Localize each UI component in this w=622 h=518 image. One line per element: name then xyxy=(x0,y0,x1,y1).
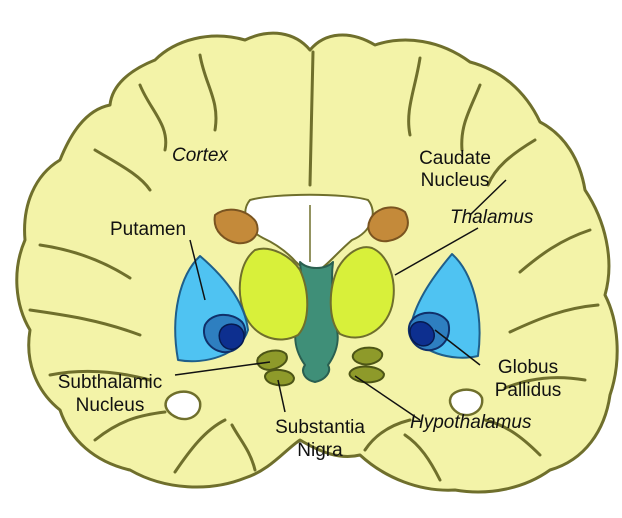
label-subthalamic-line2: Nucleus xyxy=(30,395,190,416)
label-cortex: Cortex xyxy=(172,145,228,166)
globus-pallidus-left-inner xyxy=(219,324,244,349)
label-subthalamic-line1: Subthalamic xyxy=(30,372,190,393)
label-substantia-line2: Nigra xyxy=(255,440,385,461)
label-substantia-line1: Substantia xyxy=(255,417,385,438)
label-caudate-line2: Nucleus xyxy=(400,170,510,191)
caudate-right xyxy=(368,207,408,241)
label-caudate-line1: Caudate xyxy=(400,148,510,169)
label-globus-line1: Globus xyxy=(478,357,578,378)
label-globus-line2: Pallidus xyxy=(478,380,578,401)
label-putamen: Putamen xyxy=(110,219,186,240)
subthalamic-right xyxy=(353,348,382,365)
label-thalamus: Thalamus xyxy=(450,207,533,228)
substantia-nigra-left xyxy=(265,370,294,385)
label-hypothalamus: Hypothalamus xyxy=(410,412,531,433)
substantia-nigra-right xyxy=(350,367,384,383)
